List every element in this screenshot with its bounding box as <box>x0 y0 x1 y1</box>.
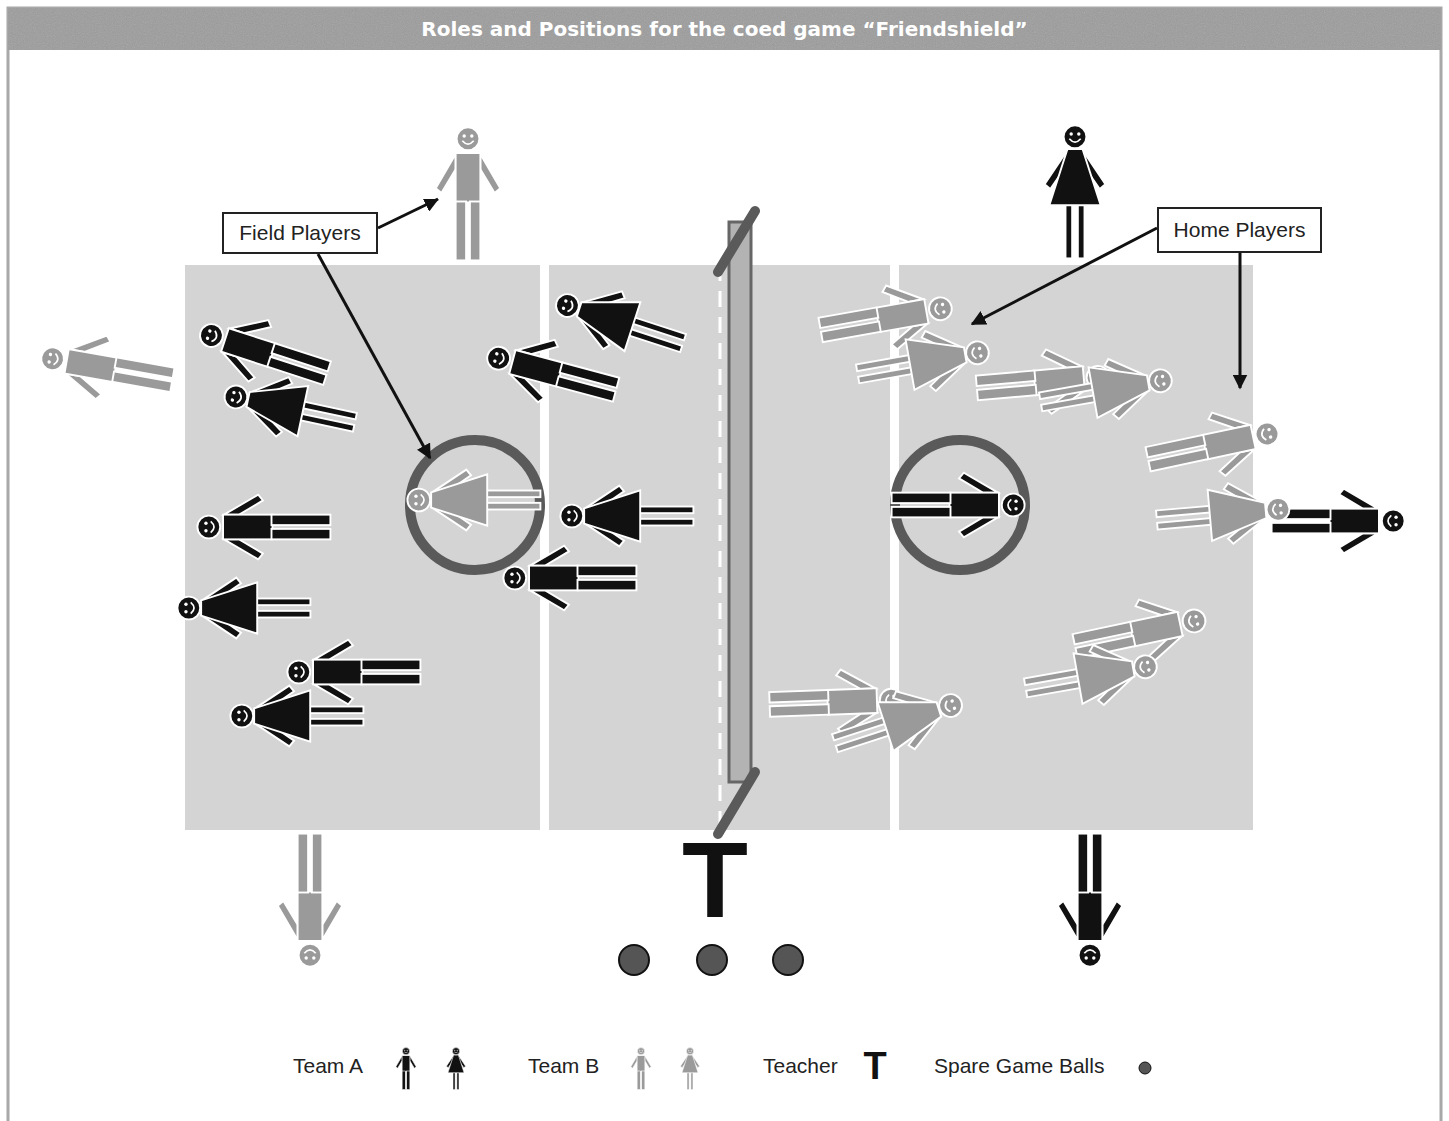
team-a-player <box>1045 125 1106 258</box>
spare-ball <box>697 945 727 975</box>
team-a-player <box>197 495 330 560</box>
legend-teacher-symbol: T <box>863 1047 886 1085</box>
team-a-player <box>1058 834 1123 967</box>
banner-texture <box>8 8 1441 50</box>
team-b-player <box>278 834 343 967</box>
team-b-player <box>1020 635 1162 718</box>
teacher-marker: T <box>682 826 748 934</box>
title-banner <box>8 8 1441 50</box>
center-line <box>719 265 722 830</box>
team-a-player <box>547 273 692 372</box>
team-b-player <box>852 321 994 404</box>
callout-text: Field Players <box>239 221 360 245</box>
title: Roles and Positions for the coed game “F… <box>8 8 1441 50</box>
net <box>729 222 751 782</box>
team-a-player <box>1272 489 1405 554</box>
legend-text: Team A <box>293 1054 363 1078</box>
leader-arrow <box>318 254 430 458</box>
team-a-player <box>503 546 636 611</box>
legend-text: Team B <box>528 1054 599 1078</box>
leader-arrow <box>1239 253 1242 388</box>
team-a-player <box>479 324 624 421</box>
team-b-player <box>1141 400 1285 491</box>
legend-sample <box>396 1048 416 1090</box>
net-post <box>718 772 755 834</box>
team-b-player <box>1035 349 1177 432</box>
team-b-player <box>436 127 501 260</box>
spare-ball <box>619 945 649 975</box>
leader-arrow <box>972 228 1157 324</box>
team-a-player <box>218 365 361 452</box>
team-b-player <box>407 470 540 531</box>
legend-text: Teacher <box>763 1054 838 1078</box>
callout-box: Home Players <box>1157 207 1322 253</box>
callout-box: Field Players <box>222 212 378 254</box>
frame <box>8 8 1441 1121</box>
team-b-player <box>826 673 971 772</box>
leader-arrow <box>378 199 438 228</box>
court-zone <box>185 265 540 830</box>
team-b-player <box>1154 478 1292 550</box>
team-b-player <box>36 325 178 412</box>
net-post <box>718 211 755 272</box>
legend-sample <box>631 1048 651 1090</box>
team-a-player <box>230 686 363 747</box>
team-a-player <box>892 473 1025 538</box>
spare-ball <box>773 945 803 975</box>
legend-sample <box>446 1048 465 1090</box>
legend-sample <box>1139 1062 1151 1074</box>
team-a-player <box>177 578 310 639</box>
legend-text: Spare Game Balls <box>934 1054 1104 1078</box>
legend-sample <box>680 1048 699 1090</box>
team-a-player <box>560 486 693 547</box>
callout-text: Home Players <box>1174 218 1306 242</box>
